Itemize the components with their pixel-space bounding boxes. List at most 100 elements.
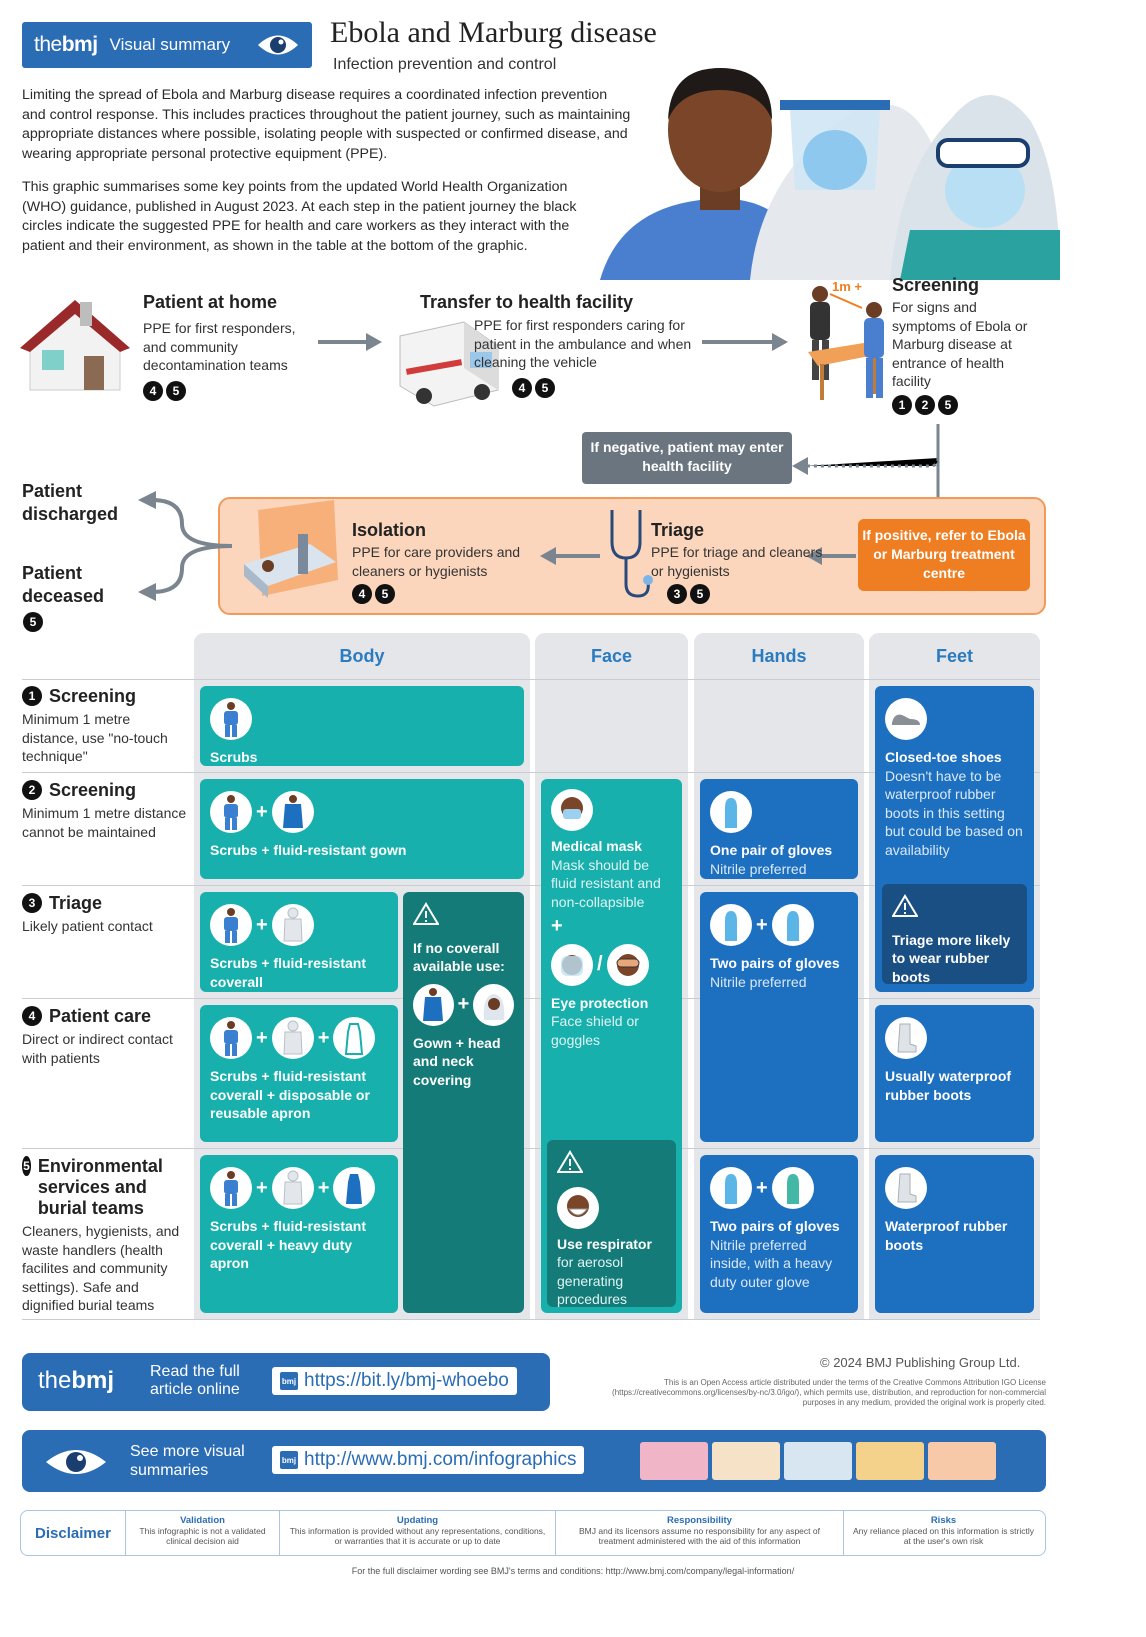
cell-title: Triage more likely to wear rubber boots <box>892 931 1011 985</box>
ppe-number: 2 <box>22 780 42 800</box>
cell-feet-environmental: Waterproof rubber boots <box>875 1155 1034 1313</box>
disclaimer-label: Disclaimer <box>35 1524 111 1542</box>
rubber-boot-icon <box>885 1017 927 1059</box>
cell-title: Two pairs of gloves <box>710 955 840 971</box>
cell-hands-environmental: + Two pairs of gloves Nitrile preferred … <box>700 1155 858 1313</box>
arrow-right-icon <box>702 333 788 351</box>
disclaimer-heading: Risks <box>930 1515 957 1526</box>
head-covering-icon <box>473 983 514 1026</box>
article-url: https://bit.ly/bmj-whoebo <box>304 1370 509 1391</box>
plus-icon: + <box>256 1176 268 1199</box>
thumbnail[interactable] <box>640 1442 708 1480</box>
ppe-number: 5 <box>535 378 555 398</box>
scrubs-icon <box>210 1017 252 1059</box>
step-triage: Triage PPE for triage and cleaners or hy… <box>651 520 831 604</box>
heavy-apron-icon <box>333 1167 376 1209</box>
cell-text: Nitrile preferred <box>710 860 807 877</box>
cell-feet-patient-care: Usually waterproof rubber boots <box>875 1005 1034 1142</box>
thumbnail[interactable] <box>856 1442 924 1480</box>
step-title: Isolation <box>352 520 427 540</box>
step-patient-at-home: Patient at home PPE for first responders… <box>143 292 313 401</box>
screening-illustration <box>808 286 884 400</box>
ppe-number: 5 <box>23 612 43 632</box>
ppe-number: 4 <box>22 1006 42 1026</box>
cell-respirator: Use respirator for aerosol generating pr… <box>547 1140 676 1307</box>
cell-title: Gown + head and neck covering <box>413 1034 501 1088</box>
ambulance-illustration <box>399 321 499 407</box>
disclaimer-heading: Responsibility <box>667 1515 732 1526</box>
row-divider <box>22 998 1040 999</box>
row-title: Screening <box>49 686 137 706</box>
disclaimer-text: BMJ and its licensors assume no responsi… <box>579 1526 820 1546</box>
cell-title: Usually waterproof rubber boots <box>885 1068 1012 1103</box>
cell-hands-screening-2: One pair of gloves Nitrile preferred <box>700 779 858 879</box>
disclaimer-updating: Updating This information is provided wi… <box>279 1511 555 1555</box>
gown-icon <box>271 791 314 833</box>
glove-icon <box>710 791 752 833</box>
cell-body-patient-care: + + Scrubs + fluid-resistant coverall + … <box>200 1005 398 1142</box>
infographic-thumbnails[interactable] <box>640 1442 996 1480</box>
cell-title: Scrubs + fluid-resistant gown <box>210 842 407 858</box>
cell-text: Nitrile preferred <box>710 973 807 990</box>
gown-icon <box>413 983 454 1026</box>
ppe-number: 4 <box>143 380 163 401</box>
plus-icon: + <box>256 1026 268 1049</box>
warning-icon <box>891 894 919 917</box>
disclaimer-text: Any reliance placed on this information … <box>853 1526 1034 1546</box>
cell-title: If no coverall available use: <box>413 939 505 975</box>
ppe-number: 4 <box>352 584 372 604</box>
page-title: Ebola and Marburg disease <box>330 16 657 49</box>
plus-icon: + <box>256 800 268 823</box>
cell-title: Closed-toe shoes <box>885 749 1002 765</box>
row-divider <box>22 1148 1040 1149</box>
row-title: Environmental services and burial teams <box>37 1156 163 1218</box>
ppe-number: 5 <box>690 584 710 604</box>
row-title: Patient care <box>49 1006 152 1026</box>
plus-icon: + <box>317 1026 330 1049</box>
scrubs-icon <box>210 904 252 946</box>
row-divider <box>22 885 1040 886</box>
distance-label: 1m + <box>832 279 862 294</box>
page-subtitle: Infection prevention and control <box>333 56 557 73</box>
coverall-icon <box>271 904 314 946</box>
medical-mask-icon <box>551 789 593 831</box>
thumbnail[interactable] <box>928 1442 996 1480</box>
article-link[interactable]: bmj https://bit.ly/bmj-whoebo <box>272 1367 517 1395</box>
cell-title: Two pairs of gloves <box>710 1218 840 1234</box>
cell-title: Scrubs <box>210 749 258 765</box>
license-text: This is an Open Access article distribut… <box>612 1378 1046 1407</box>
cell-title: Scrubs + fluid-resistant coverall <box>210 955 366 990</box>
step-title: Patient at home <box>143 292 278 312</box>
cell-body-triage: + Scrubs + fluid-resistant coverall <box>200 892 398 992</box>
step-text: PPE for triage and cleaners or hygienist… <box>651 544 823 579</box>
step-text: PPE for first responders, and community … <box>143 320 296 373</box>
row-divider <box>22 1319 1040 1320</box>
cell-title: Use respirator <box>557 1235 652 1252</box>
arrow-left-icon <box>806 547 856 565</box>
respirator-icon <box>557 1186 599 1229</box>
bmj-mini-logo: bmj <box>280 1372 298 1390</box>
row-title: Triage <box>49 893 103 913</box>
bmj-logo: thebmj <box>34 33 98 56</box>
step-screening: Screening For signs and symptoms of Ebol… <box>892 275 1042 415</box>
scrubs-icon <box>210 1167 252 1209</box>
eye-icon <box>258 35 298 55</box>
cell-title: Eye protection <box>551 994 649 1011</box>
thumbnail[interactable] <box>712 1442 780 1480</box>
warning-icon <box>556 1150 584 1173</box>
step-title: Screening <box>892 275 980 295</box>
plus-icon: + <box>756 1176 768 1199</box>
plus-icon: + <box>756 913 768 936</box>
bmj-logo: thebmj <box>38 1367 115 1394</box>
bmj-mini-logo: bmj <box>280 1451 298 1469</box>
disclaimer-heading: Validation <box>180 1515 225 1526</box>
thumbnail[interactable] <box>784 1442 852 1480</box>
cell-text: for aerosol generating procedures <box>557 1254 628 1307</box>
ppe-number: 3 <box>667 584 687 604</box>
outcome-arrows <box>138 491 233 601</box>
